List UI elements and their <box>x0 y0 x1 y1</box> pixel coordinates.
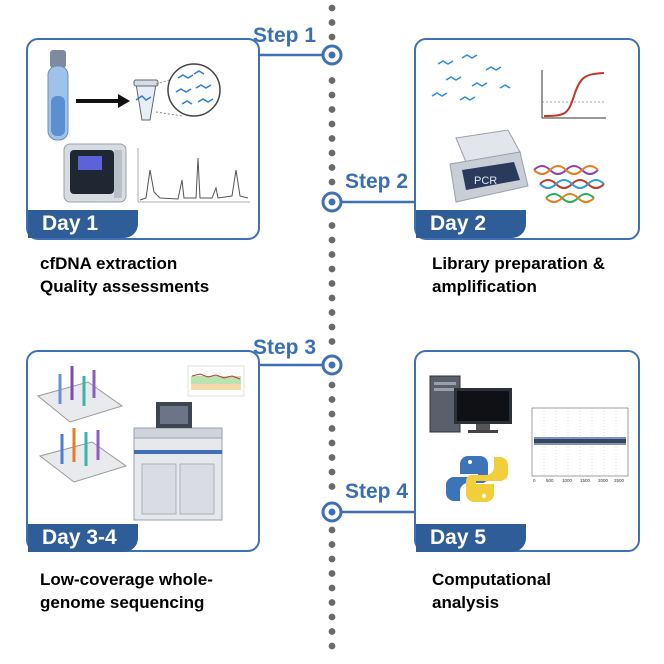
flow-cell-icon <box>38 428 128 483</box>
timeline-dot <box>328 294 336 302</box>
computational-analysis-illustration: 0 500 1000 1500 2000 2500 <box>429 375 629 502</box>
computer-icon <box>429 375 512 433</box>
step2-marker <box>321 191 343 213</box>
dna-fragments-icon <box>431 54 511 101</box>
caption-line: cfDNA extraction <box>40 254 178 273</box>
day5-tab: Day 5 <box>416 524 526 552</box>
caption-line: Quality assessments <box>40 277 210 296</box>
step4-marker <box>321 501 343 523</box>
step1-caption: cfDNA extraction Quality assessments <box>40 252 209 298</box>
step3-label: Step 3 <box>253 336 317 359</box>
timeline-dot <box>328 396 336 403</box>
python-logo-icon <box>446 456 508 502</box>
step2-label: Step 2 <box>345 170 409 193</box>
timeline-dot <box>328 570 336 577</box>
caption-line: analysis <box>432 593 500 612</box>
timeline-dot <box>328 236 336 244</box>
timeline-dot <box>328 439 336 447</box>
timeline-dot <box>328 149 336 157</box>
svg-text:500: 500 <box>546 478 554 483</box>
timeline-dot <box>328 425 336 432</box>
quality-score-chart-icon <box>187 365 245 397</box>
dna-helix-icon <box>533 165 605 203</box>
sequencing-illustration <box>36 365 245 521</box>
timeline-dot <box>328 584 336 592</box>
timeline-dot <box>328 265 336 273</box>
timeline-dot <box>328 91 336 99</box>
step1-label: Step 1 <box>253 24 317 47</box>
step2-caption: Library preparation & amplification <box>432 252 605 298</box>
timeline-dot <box>328 381 336 389</box>
caption-line: Library preparation & <box>432 254 605 273</box>
timeline-dot <box>328 19 336 26</box>
svg-text:2000: 2000 <box>598 478 609 483</box>
timeline-dot <box>328 599 336 606</box>
timeline-dot <box>328 77 336 84</box>
step3-marker <box>321 354 343 376</box>
timeline-dot <box>328 135 336 142</box>
timeline-dot <box>328 106 336 113</box>
timeline-dot <box>328 4 336 12</box>
pcr-machine-icon: PCR <box>449 129 529 203</box>
timeline-dot <box>328 526 336 534</box>
copy-number-plot-icon: 0 500 1000 1500 2000 2500 <box>531 407 629 483</box>
caption-line: Computational <box>432 570 551 589</box>
timeline-dot <box>328 309 336 316</box>
timeline-dot <box>328 178 336 186</box>
timeline-dot <box>328 468 336 476</box>
caption-line: Low-coverage whole- <box>40 570 213 589</box>
step4-card: 0 500 1000 1500 2000 2500 Day 5 <box>414 350 640 552</box>
svg-text:1500: 1500 <box>580 478 591 483</box>
flow-cell-icon <box>36 366 124 423</box>
caption-line: amplification <box>432 277 537 296</box>
timeline-dot <box>328 251 336 258</box>
microtube-icon <box>133 79 159 121</box>
timeline-dot <box>328 541 336 548</box>
day2-tab: Day 2 <box>416 210 526 238</box>
timeline-dotted-line <box>328 4 336 650</box>
library-prep-illustration: PCR <box>431 54 606 203</box>
day3-4-tab: Day 3-4 <box>28 524 138 552</box>
timeline-dot <box>328 642 336 650</box>
electropherogram-icon <box>137 148 250 203</box>
blood-tube-icon <box>47 50 69 141</box>
dna-fragments-zoom-icon <box>167 63 221 117</box>
sequencer-instrument-icon <box>133 402 223 521</box>
step4-caption: Computational analysis <box>432 568 551 614</box>
timeline-dot <box>328 164 336 171</box>
svg-text:2500: 2500 <box>614 478 625 483</box>
timeline-dot <box>328 323 336 331</box>
bioanalyzer-instrument-icon <box>63 143 127 203</box>
timeline-dot <box>328 555 336 563</box>
caption-line: genome sequencing <box>40 593 205 612</box>
arrow-right-icon <box>76 94 130 108</box>
timeline-dot <box>328 628 336 635</box>
timeline-dot <box>328 33 336 41</box>
cfdna-extraction-illustration <box>47 50 250 203</box>
timeline-dot <box>328 454 336 461</box>
step3-card: Day 3-4 <box>26 350 260 552</box>
amplification-curve-icon <box>541 70 606 119</box>
step3-caption: Low-coverage whole- genome sequencing <box>40 568 213 614</box>
timeline-dot <box>328 483 336 490</box>
timeline-dot <box>328 120 336 128</box>
step1-marker <box>321 44 343 66</box>
step1-card: Day 1 <box>26 38 260 240</box>
timeline-dot <box>328 338 336 345</box>
day1-tab: Day 1 <box>28 210 138 238</box>
svg-text:0: 0 <box>533 478 536 483</box>
svg-text:1000: 1000 <box>562 478 573 483</box>
timeline-dot <box>328 410 336 418</box>
timeline-dot <box>328 222 336 229</box>
pcr-label: PCR <box>474 175 497 187</box>
step2-card: PCR Day 2 <box>414 38 640 240</box>
timeline-dot <box>328 613 336 621</box>
step4-label: Step 4 <box>345 480 409 503</box>
timeline-dot <box>328 280 336 287</box>
